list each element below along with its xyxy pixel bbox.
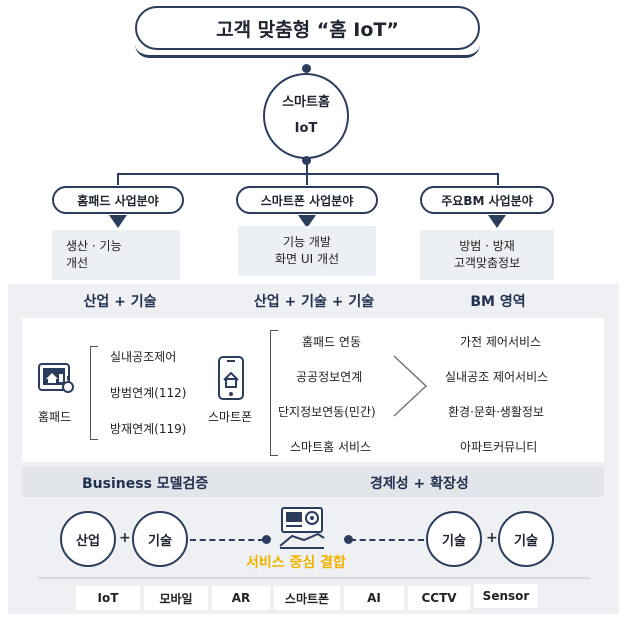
homepad-item: 방범연계(112) [110,386,187,400]
hub-circle: 스마트홈 IoT [263,73,349,159]
field-detail-smartphone: 기능 개발 화면 UI 개선 [238,226,376,276]
homepad-label: 홈패드 [38,410,72,424]
business-band [22,467,604,497]
field-detail-item: 방범 · 방재 [459,239,515,253]
connector-horizontal [117,173,499,175]
chevron-right-icon [392,354,428,418]
connector-dot-left [262,535,271,544]
homepad-icon [38,362,74,396]
homepad-bracket [90,346,98,440]
arrow-down-left-icon [109,215,127,228]
bm-item: 환경·문화·생활정보 [448,405,544,419]
homepad-item: 실내공조제어 [110,350,177,364]
connector-trunk [306,162,308,174]
business-left: Business 모델검증 [82,476,209,492]
bm-item: 가전 제어서비스 [460,335,542,349]
circle-label: 기술 [148,533,172,549]
circle-tech-right-2: 기술 [498,511,554,567]
plus-sign: + [486,530,498,546]
smartphone-item: 스마트홈 서비스 [290,440,372,454]
hub-line2: IoT [294,121,318,136]
smartphone-bracket [270,330,278,456]
arrow-down-right-icon [488,215,506,228]
field-pill-homepad: 홈패드 사업분야 [52,186,184,214]
title-shadow [135,44,480,58]
tag-ai: AI [344,586,404,610]
field-detail-item: 개선 [66,256,89,270]
field-detail-item: 화면 UI 개선 [274,252,340,266]
field-detail-item: 생산 · 기능 [66,239,122,253]
field-detail-item: 고객맞춤정보 [453,256,521,270]
column-head-bm: BM 영역 [470,294,526,310]
circle-industry: 산업 [60,511,116,567]
bm-item: 실내공조 제어서비스 [445,370,549,384]
field-detail-homepad: 생산 · 기능 개선 [52,230,180,280]
field-label-homepad: 홈패드 사업분야 [77,193,159,208]
field-pill-bm: 주요BM 사업분야 [420,186,554,214]
hub-line1: 스마트홈 [282,95,330,110]
dashed-connector-left [190,539,264,541]
connector-right [497,173,499,185]
tag-sensor: Sensor [474,584,538,608]
service-integration-icon [278,506,326,550]
connector-dot-right [344,535,353,544]
smartphone-label: 스마트폰 [208,410,253,424]
page-title-text: 고객 맞춤형 “홈 IoT” [216,18,399,41]
tag-mobile: 모바일 [144,586,208,610]
homepad-item: 방재연계(119) [110,422,187,436]
service-title: 서비스 중심 결합 [246,555,346,571]
arrow-down-middle-icon [298,215,316,228]
page-title: 고객 맞춤형 “홈 IoT” [135,6,480,50]
smartphone-item: 홈패드 연동 [302,335,362,349]
bm-item: 아파트커뮤니티 [460,440,538,454]
smartphone-icon [218,356,244,400]
detail-panel [22,318,604,462]
connector-middle [306,173,308,185]
circle-label: 기술 [442,533,466,549]
hub-top-dot [302,64,311,73]
dashed-connector-right [350,539,424,541]
hub-bottom-dot [302,156,311,165]
tag-cctv: CCTV [408,586,470,610]
field-detail-bm: 방범 · 방재 고객맞춤정보 [420,230,554,280]
tag-smartphone: 스마트폰 [274,586,340,610]
circle-tech-left: 기술 [132,511,188,567]
field-detail-item: 기능 개발 [283,235,331,249]
smartphone-item: 공공정보연계 [296,370,363,384]
field-pill-smartphone: 스마트폰 사업분야 [236,186,378,214]
connector-left [117,173,119,185]
plus-sign: + [119,530,131,546]
tag-iot: IoT [76,586,140,610]
field-label-bm: 주요BM 사업분야 [441,193,533,208]
smartphone-item: 단지정보연동(민간) [278,405,376,419]
circle-label: 산업 [76,533,100,549]
circle-label: 기술 [514,533,538,549]
circle-tech-right-1: 기술 [426,511,482,567]
field-label-smartphone: 스마트폰 사업분야 [260,193,354,208]
column-head-industry: 산업 + 기술 [83,294,157,310]
column-head-industry-tech: 산업 + 기술 + 기술 [253,294,375,310]
tag-divider [38,577,590,579]
tag-ar: AR [212,586,270,610]
business-right: 경제성 + 확장성 [370,476,469,492]
